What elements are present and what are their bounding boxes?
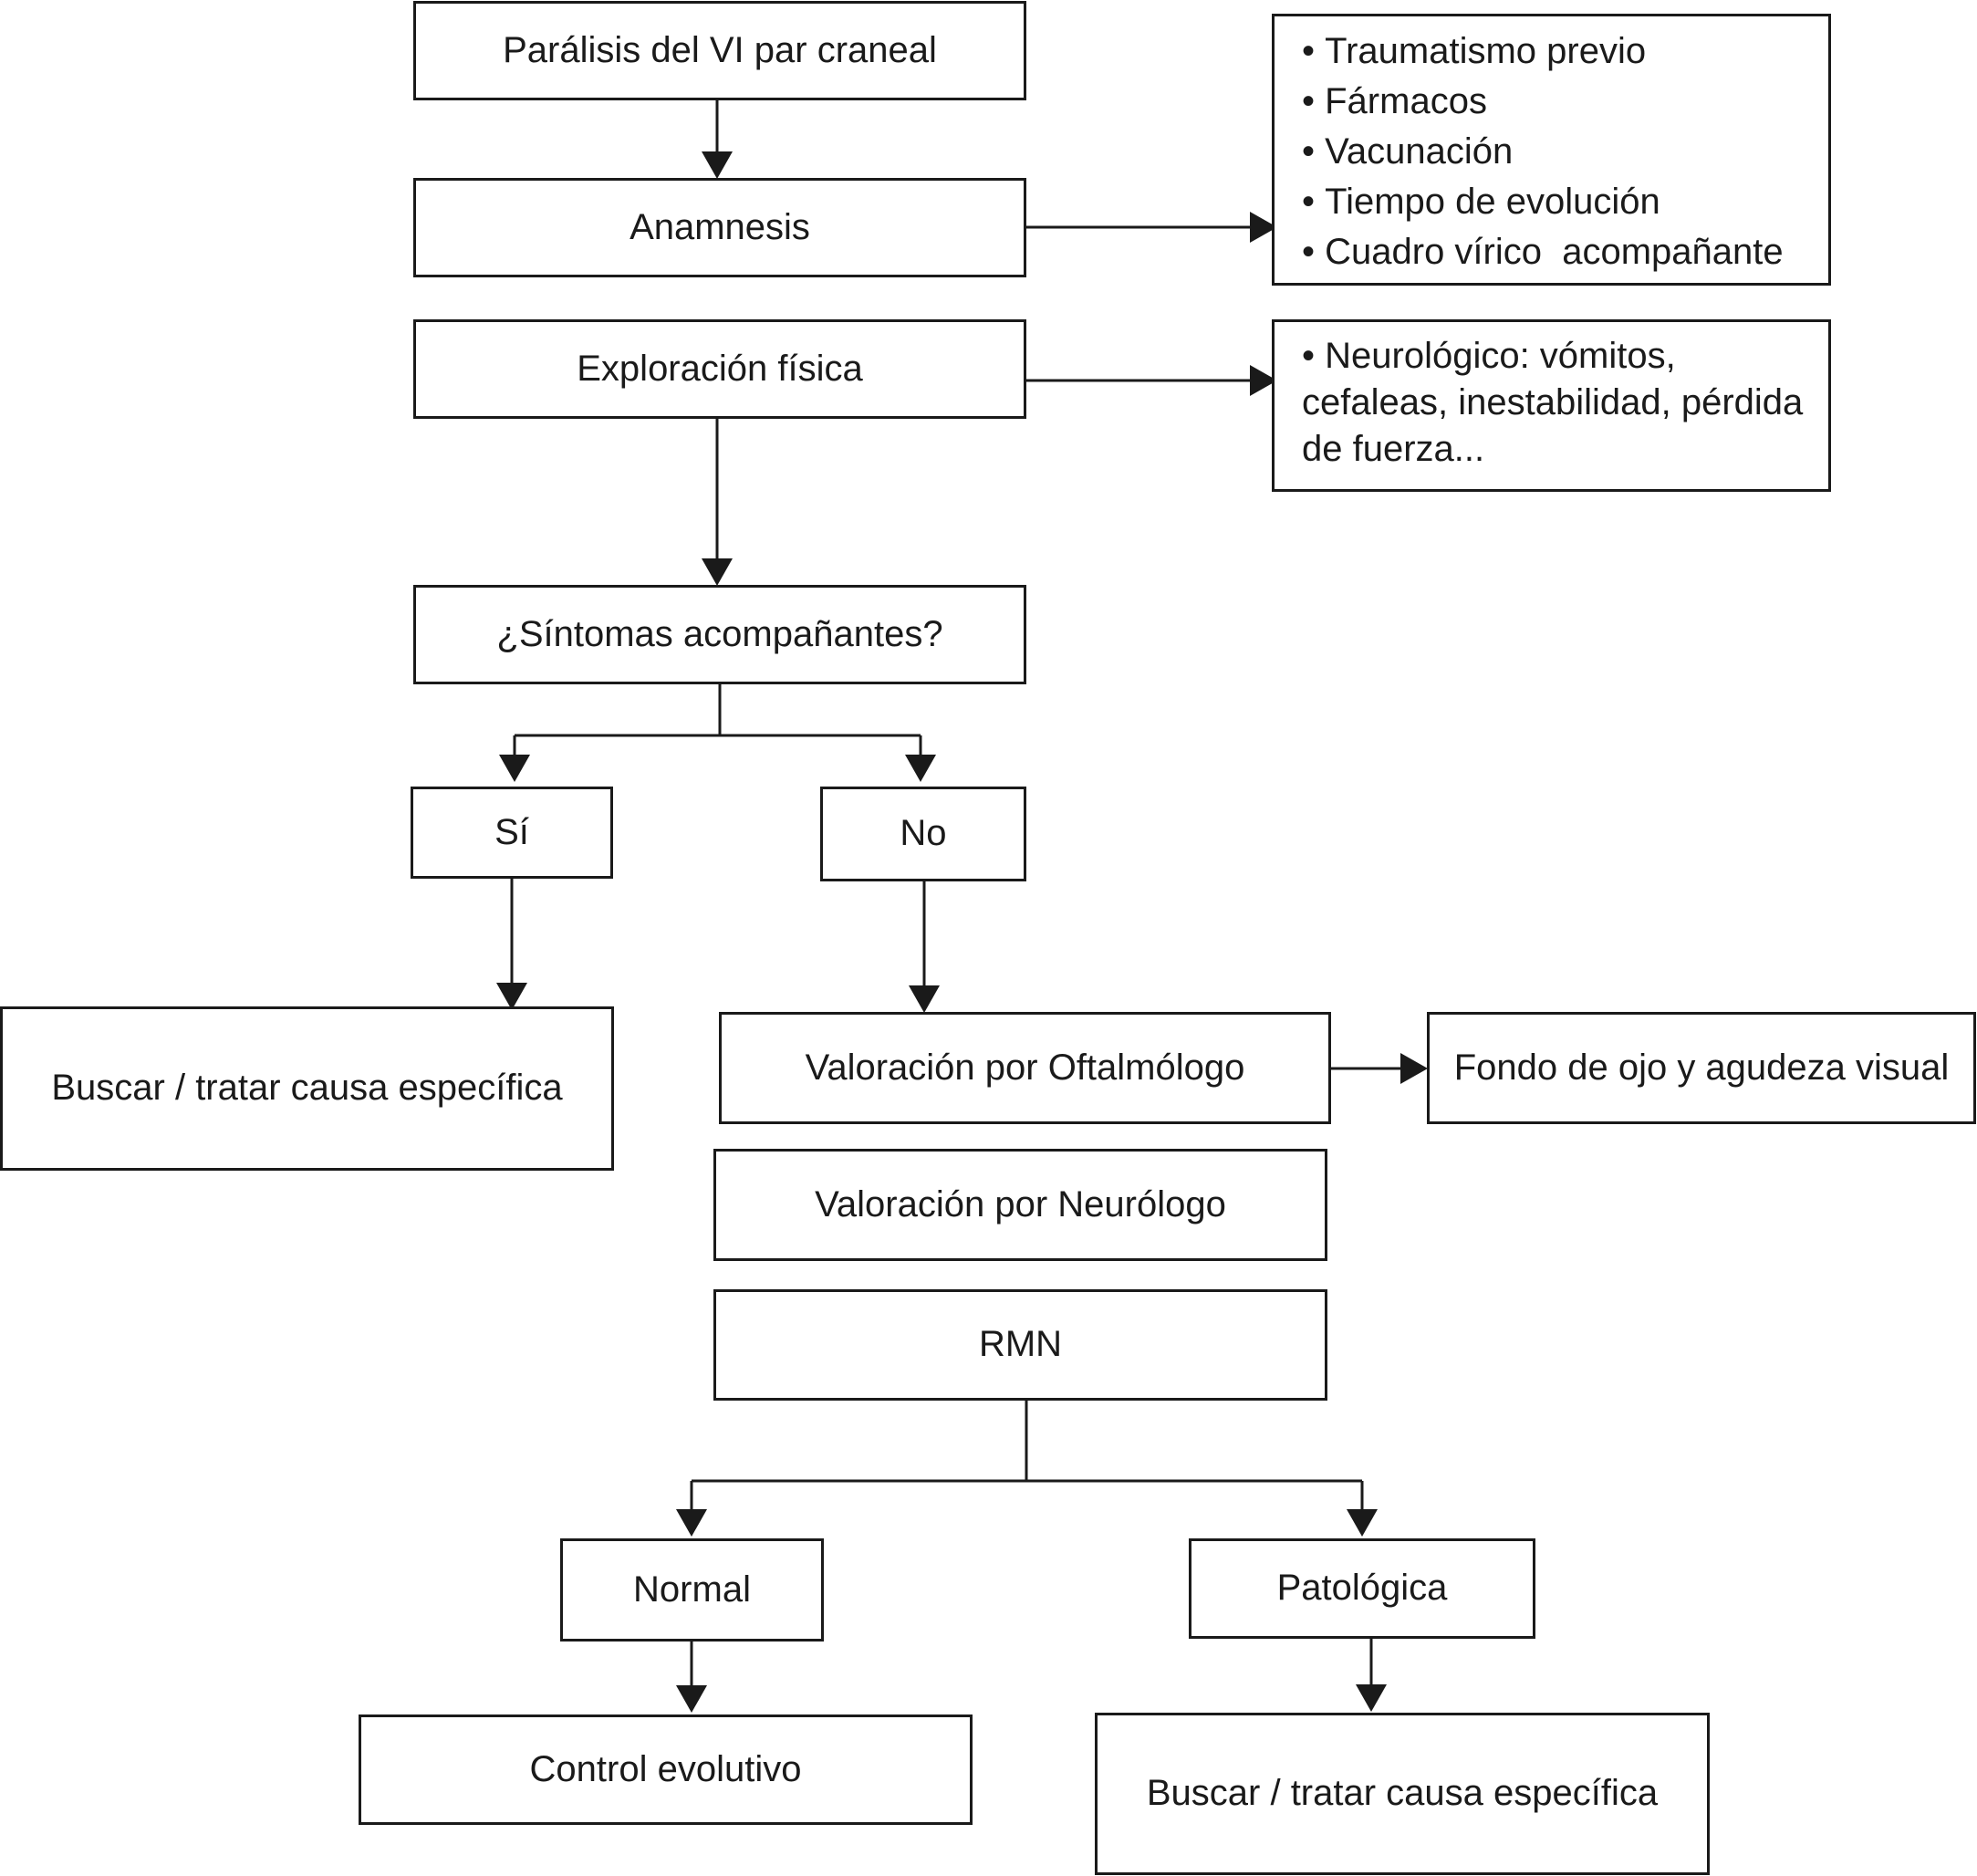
node-yes-action: Buscar / tratar causa específica [0, 1006, 614, 1171]
list-item: Vacunación [1302, 128, 1806, 175]
node-question: ¿Síntomas acompañantes? [413, 585, 1026, 684]
node-oftalmologo-details: Fondo de ojo y agudeza visual [1427, 1012, 1976, 1124]
node-anamnesis-details: Traumatismo previo Fármacos Vacunación T… [1272, 14, 1831, 286]
arrowhead [676, 1685, 707, 1713]
arrowhead [496, 983, 527, 1010]
list-item: Tiempo de evolución [1302, 178, 1806, 225]
arrowhead [676, 1509, 707, 1537]
arrowhead [905, 755, 936, 782]
arrowhead [702, 151, 733, 179]
node-neurologo: Valoración por Neurólogo [713, 1149, 1327, 1261]
list-item: Cuadro vírico acompañante [1302, 228, 1806, 276]
node-normal-label: Normal [633, 1569, 751, 1610]
node-yes: Sí [411, 787, 613, 879]
arrowhead [1250, 212, 1277, 243]
node-exploracion-details: • Neurológico: vómitos, cefaleas, inesta… [1272, 319, 1831, 492]
node-patologica-action-label: Buscar / tratar causa específica [1146, 1773, 1659, 1814]
arrowhead [1356, 1684, 1387, 1712]
node-neurologo-label: Valoración por Neurólogo [815, 1183, 1226, 1225]
node-oftalmologo-details-label: Fondo de ojo y agudeza visual [1453, 1047, 1950, 1088]
node-exploracion-label: Exploración física [577, 348, 863, 389]
node-patologica: Patológica [1189, 1538, 1535, 1639]
node-start-label: Parálisis del VI par craneal [503, 29, 937, 70]
arrowhead [909, 985, 940, 1013]
arrowhead [499, 755, 530, 782]
node-rmn-label: RMN [978, 1324, 1063, 1365]
arrowhead [1250, 365, 1277, 396]
arrowhead [702, 558, 733, 586]
node-anamnesis: Anamnesis [413, 178, 1026, 277]
node-start: Parálisis del VI par craneal [413, 1, 1026, 100]
list-item: Fármacos [1302, 78, 1806, 125]
node-exploracion: Exploración física [413, 319, 1026, 419]
node-normal: Normal [560, 1538, 824, 1642]
list-item: Traumatismo previo [1302, 27, 1806, 75]
node-no-label: No [900, 813, 947, 854]
arrowhead [1347, 1509, 1378, 1537]
node-control: Control evolutivo [359, 1714, 973, 1825]
node-control-label: Control evolutivo [529, 1748, 802, 1789]
node-patologica-action: Buscar / tratar causa específica [1095, 1713, 1710, 1875]
node-oftalmologo: Valoración por Oftalmólogo [719, 1012, 1331, 1124]
arrowhead [1400, 1053, 1428, 1084]
node-anamnesis-label: Anamnesis [630, 206, 810, 247]
node-question-label: ¿Síntomas acompañantes? [496, 613, 943, 654]
node-yes-action-label: Buscar / tratar causa específica [51, 1068, 563, 1109]
node-exploracion-details-text: • Neurológico: vómitos, cefaleas, inesta… [1302, 336, 1804, 470]
node-oftalmologo-label: Valoración por Oftalmólogo [805, 1047, 1245, 1088]
node-no: No [820, 787, 1026, 881]
node-yes-label: Sí [494, 811, 529, 852]
node-patologica-label: Patológica [1276, 1568, 1448, 1609]
node-rmn: RMN [713, 1289, 1327, 1401]
